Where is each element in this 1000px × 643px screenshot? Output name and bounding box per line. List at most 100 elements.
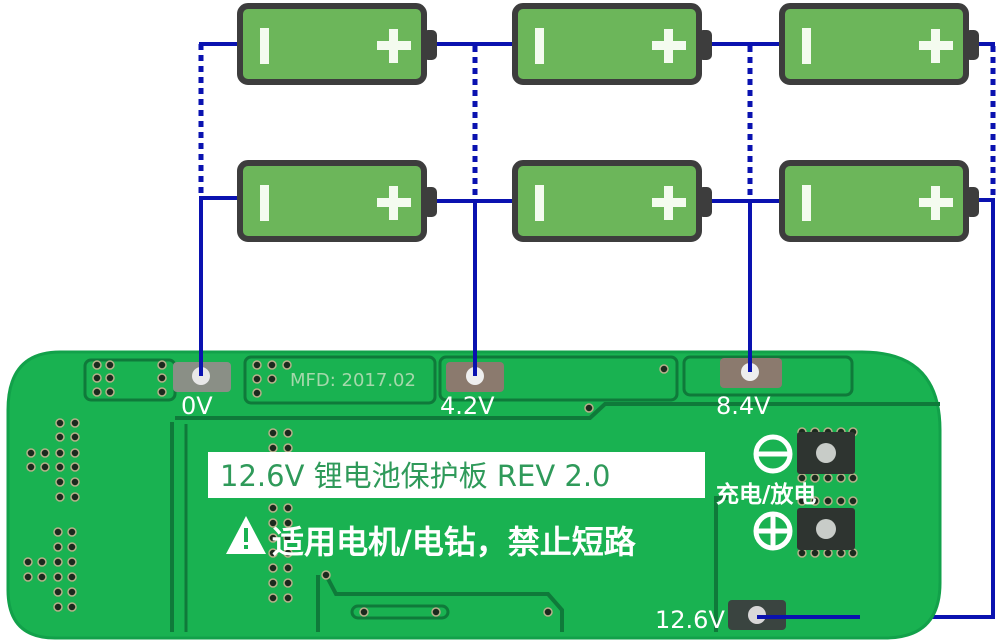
via-hole: [70, 418, 80, 428]
via-hole: [70, 448, 80, 458]
via-hole: [53, 542, 63, 552]
minus-terminal-icon: [753, 434, 793, 474]
via-hole: [53, 572, 63, 582]
battery-body: [779, 3, 969, 85]
via-hole: [543, 607, 553, 617]
via-hole: [105, 387, 115, 397]
pad-label-8v4: 8.4V: [716, 392, 771, 420]
charge-discharge-label: 充电/放电: [716, 481, 816, 508]
via-hole: [55, 462, 65, 472]
battery-negative-icon: [260, 185, 269, 221]
via-hole: [836, 473, 846, 483]
via-hole: [810, 496, 820, 506]
battery-body: [512, 160, 702, 242]
via-hole: [92, 373, 102, 383]
pad-4v2: [446, 362, 504, 392]
warning-text: 适用电机/电钻，禁止短路: [272, 523, 637, 561]
via-hole: [67, 572, 77, 582]
via-hole: [267, 374, 277, 384]
battery-negative-icon: [802, 28, 811, 64]
via-hole: [55, 492, 65, 502]
via-hole: [23, 572, 33, 582]
battery-positive-icon: [664, 186, 673, 220]
battery-cell: [237, 3, 437, 85]
via-hole: [53, 527, 63, 537]
via-hole: [105, 373, 115, 383]
bms-board: MFD: 2017.02 0V 4.2V 8.4V 12.6V 12.6V 锂电…: [6, 340, 942, 640]
via-hole: [848, 496, 858, 506]
pcb-trace: [324, 574, 564, 632]
via-hole: [40, 448, 50, 458]
battery-positive-icon: [931, 29, 940, 63]
via-hole: [836, 496, 846, 506]
via-hole: [55, 477, 65, 487]
via-hole: [37, 572, 47, 582]
via-hole: [67, 602, 77, 612]
battery-body: [779, 160, 969, 242]
battery-positive-icon: [389, 29, 398, 63]
pcb-island: [438, 355, 679, 402]
via-hole: [431, 607, 441, 617]
via-hole: [659, 364, 669, 374]
battery-negative-icon: [535, 185, 544, 221]
battery-cell: [237, 160, 437, 242]
via-hole: [157, 373, 167, 383]
via-hole: [283, 443, 293, 453]
pad-label-12v6: 12.6V: [655, 606, 725, 634]
pcb-island: [243, 355, 437, 405]
via-hole: [797, 548, 807, 558]
via-hole: [268, 533, 278, 543]
via-hole: [321, 570, 331, 580]
via-hole: [53, 587, 63, 597]
via-hole: [823, 473, 833, 483]
battery-array: [237, 3, 979, 242]
via-hole: [283, 593, 293, 603]
via-hole: [67, 542, 77, 552]
via-hole: [70, 492, 80, 502]
battery-cell: [512, 160, 712, 242]
plus-terminal-icon: [753, 511, 793, 551]
pcb-island: [682, 355, 854, 397]
via-hole: [268, 503, 278, 513]
via-hole: [70, 477, 80, 487]
via-hole: [92, 360, 102, 370]
battery-body: [237, 160, 427, 242]
via-hole: [359, 607, 369, 617]
battery-positive-icon: [931, 186, 940, 220]
via-hole: [836, 548, 846, 558]
via-hole: [67, 557, 77, 567]
battery-cell: [779, 160, 979, 242]
warning-icon: [226, 516, 266, 554]
via-hole: [252, 374, 262, 384]
via-hole: [157, 387, 167, 397]
via-hole: [55, 432, 65, 442]
via-hole: [26, 462, 36, 472]
board-title: 12.6V 锂电池保护板 REV 2.0: [220, 459, 611, 493]
via-hole: [268, 428, 278, 438]
via-hole: [53, 557, 63, 567]
pcb-trace: [175, 402, 940, 420]
via-hole: [26, 448, 36, 458]
board-title-box: [208, 452, 705, 498]
via-hole: [283, 503, 293, 513]
pad-output-minus: [797, 432, 855, 474]
via-hole: [70, 432, 80, 442]
via-hole: [848, 548, 858, 558]
battery-positive-icon: [664, 29, 673, 63]
via-hole: [92, 387, 102, 397]
battery-negative-icon: [260, 28, 269, 64]
via-hole: [810, 473, 820, 483]
battery-cell: [779, 3, 979, 85]
via-hole: [268, 578, 278, 588]
pad-label-4v2: 4.2V: [440, 392, 495, 420]
pcb-trace: [714, 496, 728, 632]
battery-negative-icon: [802, 185, 811, 221]
via-hole: [283, 518, 293, 528]
via-hole: [283, 563, 293, 573]
via-hole: [105, 360, 115, 370]
via-hole: [848, 473, 858, 483]
pcb-trace: [350, 604, 450, 620]
via-hole: [252, 360, 262, 370]
battery-negative-icon: [535, 28, 544, 64]
battery-body: [512, 3, 702, 85]
